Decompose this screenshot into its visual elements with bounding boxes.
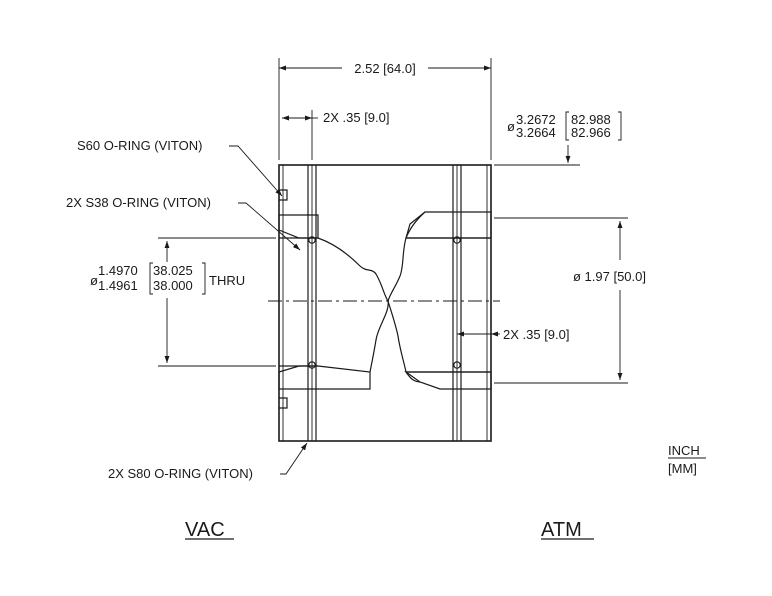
svg-text:3.2664: 3.2664: [516, 125, 556, 140]
section-hatch-left-lower: [278, 365, 371, 390]
svg-text:THRU: THRU: [209, 273, 245, 288]
callouts: S60 O-RING (VITON) 2X S38 O-RING (VITON)…: [66, 138, 308, 481]
svg-text:ø: ø: [90, 273, 98, 288]
atm-groove-offset-dim: 2X .35 [9.0]: [503, 327, 570, 342]
s38-oring-label: 2X S38 O-RING (VITON): [66, 195, 211, 210]
vac-groove-offset-dim: 2X .35 [9.0]: [323, 110, 390, 125]
counterbore-diameter-dim: ø 1.97 [50.0]: [573, 269, 646, 284]
svg-text:3.2672: 3.2672: [516, 112, 556, 127]
s60-oring-label: S60 O-RING (VITON): [77, 138, 202, 153]
od-grooves: [307, 165, 462, 441]
s38-oring-top-right: [453, 236, 461, 244]
break-line-left: [317, 237, 389, 373]
bore-diameter-dim: ø 1.4970 1.4961 38.025 38.000 THRU: [90, 262, 245, 295]
svg-text:82.966: 82.966: [571, 125, 611, 140]
s60-groove-top: [279, 189, 288, 201]
units-legend: INCH [MM]: [668, 443, 706, 476]
overall-length-dim: 2.52 [64.0]: [354, 61, 415, 76]
section-hatch-right-lower: [404, 371, 492, 390]
s38-oring-bottom-left: [308, 361, 316, 369]
outer-diameter-dim: ø 3.2672 3.2664 82.988 82.966: [507, 111, 622, 141]
svg-text:1.4961: 1.4961: [98, 278, 138, 293]
part-outline: [278, 164, 492, 442]
section-hatch-right-upper: [405, 211, 492, 239]
atm-label: ATM: [541, 519, 582, 541]
svg-text:82.988: 82.988: [571, 112, 611, 127]
svg-text:38.025: 38.025: [153, 263, 193, 278]
s80-oring-label: 2X S80 O-RING (VITON): [108, 466, 253, 481]
s60-groove-bottom: [279, 397, 288, 409]
s38-oring-bottom-right: [453, 361, 461, 369]
s38-oring-top-left: [308, 236, 316, 244]
svg-text:38.000: 38.000: [153, 278, 193, 293]
dimensions: 2.52 [64.0] 2X .35 [9.0] ø 3.2672 3.2664…: [90, 58, 646, 384]
units-secondary: [MM]: [668, 461, 697, 476]
svg-text:ø: ø: [507, 119, 515, 134]
vac-label: VAC: [185, 519, 225, 541]
part-body: [268, 164, 500, 442]
svg-text:1.4970: 1.4970: [98, 263, 138, 278]
side-labels: VAC ATM: [185, 519, 594, 541]
units-primary: INCH: [668, 443, 700, 458]
